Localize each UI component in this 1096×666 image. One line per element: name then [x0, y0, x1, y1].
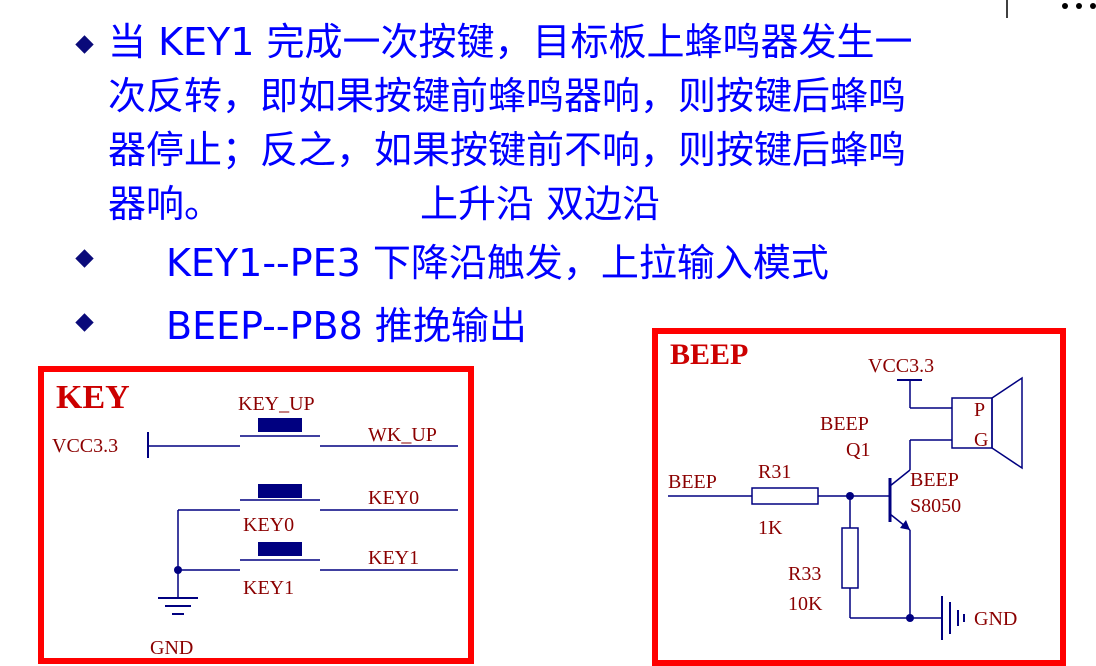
bullet-1-extra: 上升沿 双边沿: [420, 182, 661, 226]
button-icon: [258, 484, 302, 498]
corner-fragment: [1006, 0, 1096, 18]
beep-schematic: BEEP VCC3.3 P G BEEP Q1 BEEP S8050 BEEP …: [652, 328, 1066, 666]
key0-label: KEY0: [243, 514, 294, 536]
speaker-pin-g: G: [974, 429, 988, 451]
q1-part-label: S8050: [910, 495, 961, 517]
key-vcc-label: VCC3.3: [52, 435, 118, 457]
r33-ref-label: R33: [788, 563, 821, 585]
bullet-diamond-icon: [75, 249, 94, 268]
r31-ref-label: R31: [758, 461, 791, 483]
bullet-1-line-1: 当 KEY1 完成一次按键，目标板上蜂鸣器发生一: [108, 20, 913, 64]
button-icon: [258, 542, 302, 556]
r31-value-label: 1K: [758, 517, 783, 539]
r33-value-label: 10K: [788, 593, 823, 615]
key-frame: [38, 366, 474, 664]
bullet-diamond-icon: [75, 313, 94, 332]
button-icon: [258, 418, 302, 432]
key-title: KEY: [56, 379, 130, 416]
bullet-1-line-3: 器停止；反之，如果按键前不响，则按键后蜂鸣: [108, 128, 907, 172]
beep-frame: [652, 328, 1066, 666]
bullet-1-line-2: 次反转，即如果按键前蜂鸣器响，则按键后蜂鸣: [108, 74, 907, 118]
beep-gnd-label: GND: [974, 608, 1017, 630]
q1-ref-label: Q1: [846, 439, 870, 461]
net-key1: KEY1: [368, 547, 419, 569]
key1-label: KEY1: [243, 577, 294, 599]
key-gnd-label: GND: [150, 637, 193, 659]
bullet-1-line-4: 器响。: [108, 182, 223, 226]
bullet-3-text: BEEP--PB8 推挽输出: [166, 304, 527, 348]
q1-name-label: BEEP: [820, 413, 869, 435]
beep-title: BEEP: [670, 338, 748, 371]
beep-input-net: BEEP: [668, 471, 717, 493]
key-schematic: KEY VCC3.3 KEY_UP WK_UP KEY0 KEY0 KEY1 K…: [38, 366, 474, 664]
net-wk-up: WK_UP: [368, 424, 437, 446]
bullet-2-text: KEY1--PE3 下降沿触发，上拉输入模式: [166, 241, 829, 285]
net-key0: KEY0: [368, 487, 419, 509]
speaker-pin-p: P: [974, 399, 985, 421]
key-up-label: KEY_UP: [238, 393, 315, 415]
bullet-diamond-icon: [75, 35, 94, 54]
beep-vcc-label: VCC3.3: [868, 355, 934, 377]
q1-type-label: BEEP: [910, 469, 959, 491]
